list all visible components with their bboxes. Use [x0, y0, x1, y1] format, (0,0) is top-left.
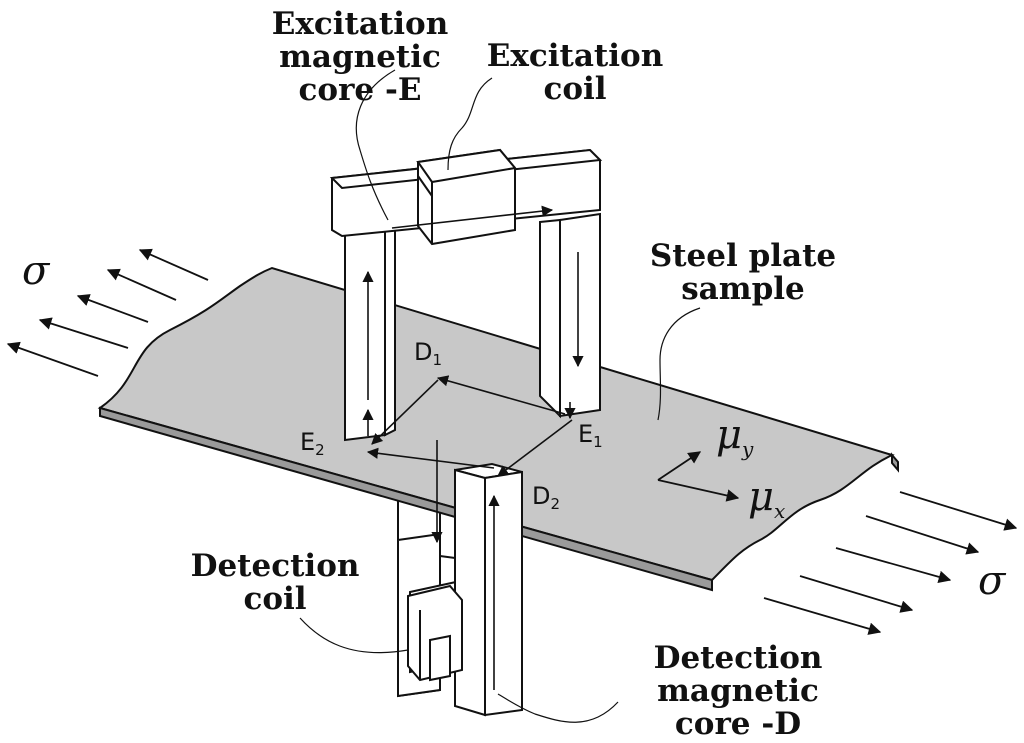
detection-coil [407, 584, 463, 682]
pole-d2-label: D2 [532, 482, 561, 513]
pole-e2-label: E2 [300, 428, 325, 459]
stress-arrows-right [763, 491, 1018, 635]
leader-lines [299, 69, 701, 723]
excitation-coil-label: Excitation coil [486, 38, 664, 107]
stress-arrows-left [6, 248, 209, 377]
steel-plate-label: Steel plate sample [649, 238, 837, 307]
mu-y-label: μy [716, 412, 754, 461]
pole-field-lines [362, 375, 576, 477]
stress-symbol-right: σ [978, 558, 1006, 604]
permeability-axes [657, 451, 740, 502]
mu-x-label: μx [748, 474, 786, 523]
pole-d1-label: D1 [414, 338, 443, 369]
stress-symbol-left: σ [22, 248, 50, 294]
flux-arrows [362, 205, 584, 690]
steel-plate [97, 266, 899, 592]
pole-e1-label: E1 [578, 420, 603, 451]
excitation-coil [416, 148, 517, 246]
excitation-core-label: Excitation magnetic core -E [271, 6, 449, 108]
detection-coil-label: Detection coil [190, 548, 360, 617]
detection-core-label: Detection magnetic core -D [653, 640, 823, 742]
